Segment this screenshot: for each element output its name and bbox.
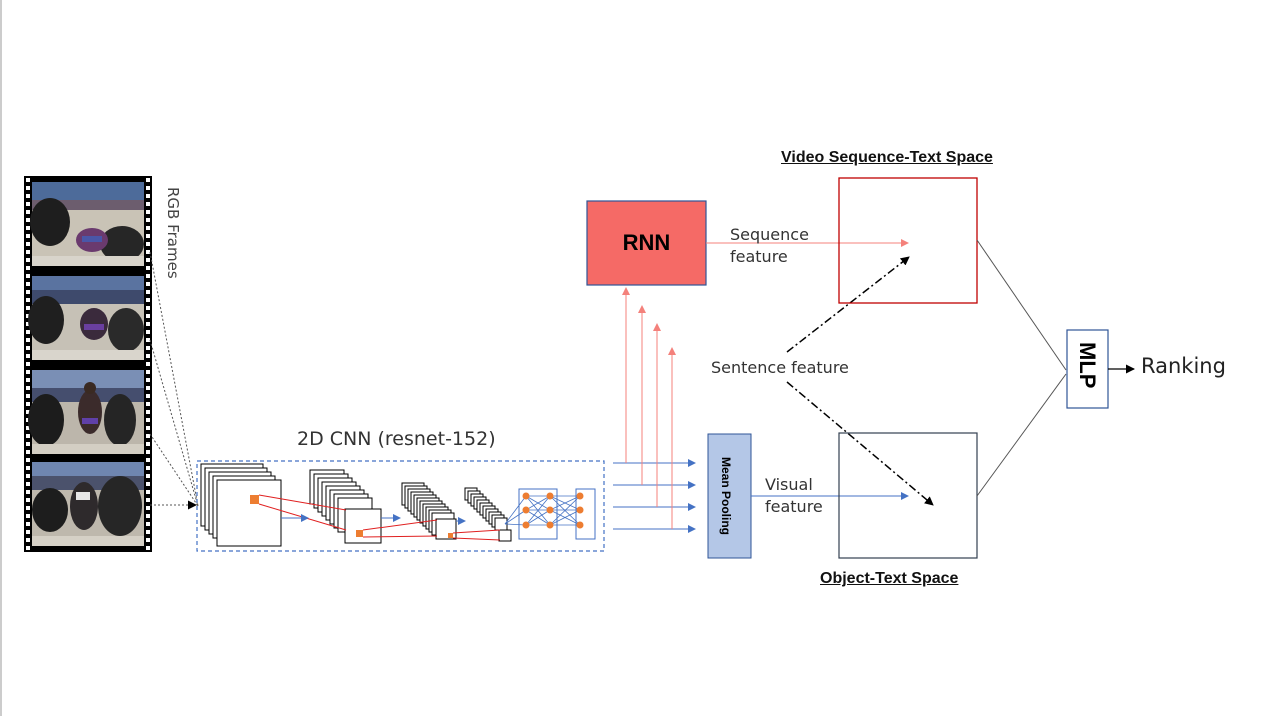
video-frame-4 <box>32 462 144 546</box>
fully-connected-layers <box>504 488 596 540</box>
cnn-feature-stack-3 <box>401 482 457 540</box>
cnn-feature-stack-1 <box>200 463 282 547</box>
object-space-to-mlp-line <box>976 373 1067 497</box>
visual-feature-label-line2: feature <box>765 497 823 516</box>
rgb-frames-label: RGB Frames <box>164 187 182 279</box>
mlp-box <box>1066 329 1109 409</box>
cnn-inner-arrows <box>281 514 466 525</box>
ranking-label: Ranking <box>1141 354 1226 378</box>
video-frame-1 <box>30 182 144 266</box>
rnn-box <box>586 200 707 286</box>
visual-feature-label-line1: Visual <box>765 475 813 494</box>
video-frame-2 <box>28 276 144 360</box>
cnn-kernel-1 <box>250 495 259 504</box>
cnn-label: 2D CNN (resnet-152) <box>297 428 496 450</box>
cnn-kernel-2 <box>356 530 363 537</box>
film-holes-right <box>144 176 152 552</box>
mlp-label: MLP <box>1075 342 1100 389</box>
video-sequence-text-space-box <box>838 177 978 304</box>
rnn-label: RNN <box>622 230 671 255</box>
cnn-feature-stack-2 <box>309 469 382 544</box>
rnn-input-arrows <box>622 287 676 529</box>
video-space-to-mlp-line <box>976 239 1067 371</box>
cnn-output-arrows <box>613 459 696 533</box>
mean-pooling-box <box>707 433 752 559</box>
video-sequence-text-space-title: Video Sequence-Text Space <box>781 149 993 166</box>
film-holes-left <box>24 176 32 552</box>
video-frame-3 <box>28 370 144 454</box>
sentence-to-video-arrow <box>786 256 910 353</box>
sentence-feature-label: Sentence feature <box>711 358 849 377</box>
cnn-kernel-3 <box>448 533 453 538</box>
mean-pooling-label: Mean Pooling <box>719 457 733 535</box>
sequence-feature-label-line1: Sequence <box>730 225 809 244</box>
film-strip <box>24 176 152 552</box>
object-text-space-title: Object-Text Space <box>820 570 959 587</box>
cnn-dashed-box <box>196 460 605 552</box>
sequence-feature-label-line2: feature <box>730 247 788 266</box>
cnn-block <box>196 460 605 552</box>
cnn-feature-stack-4 <box>464 487 512 542</box>
frame-to-cnn-lines <box>149 251 199 510</box>
